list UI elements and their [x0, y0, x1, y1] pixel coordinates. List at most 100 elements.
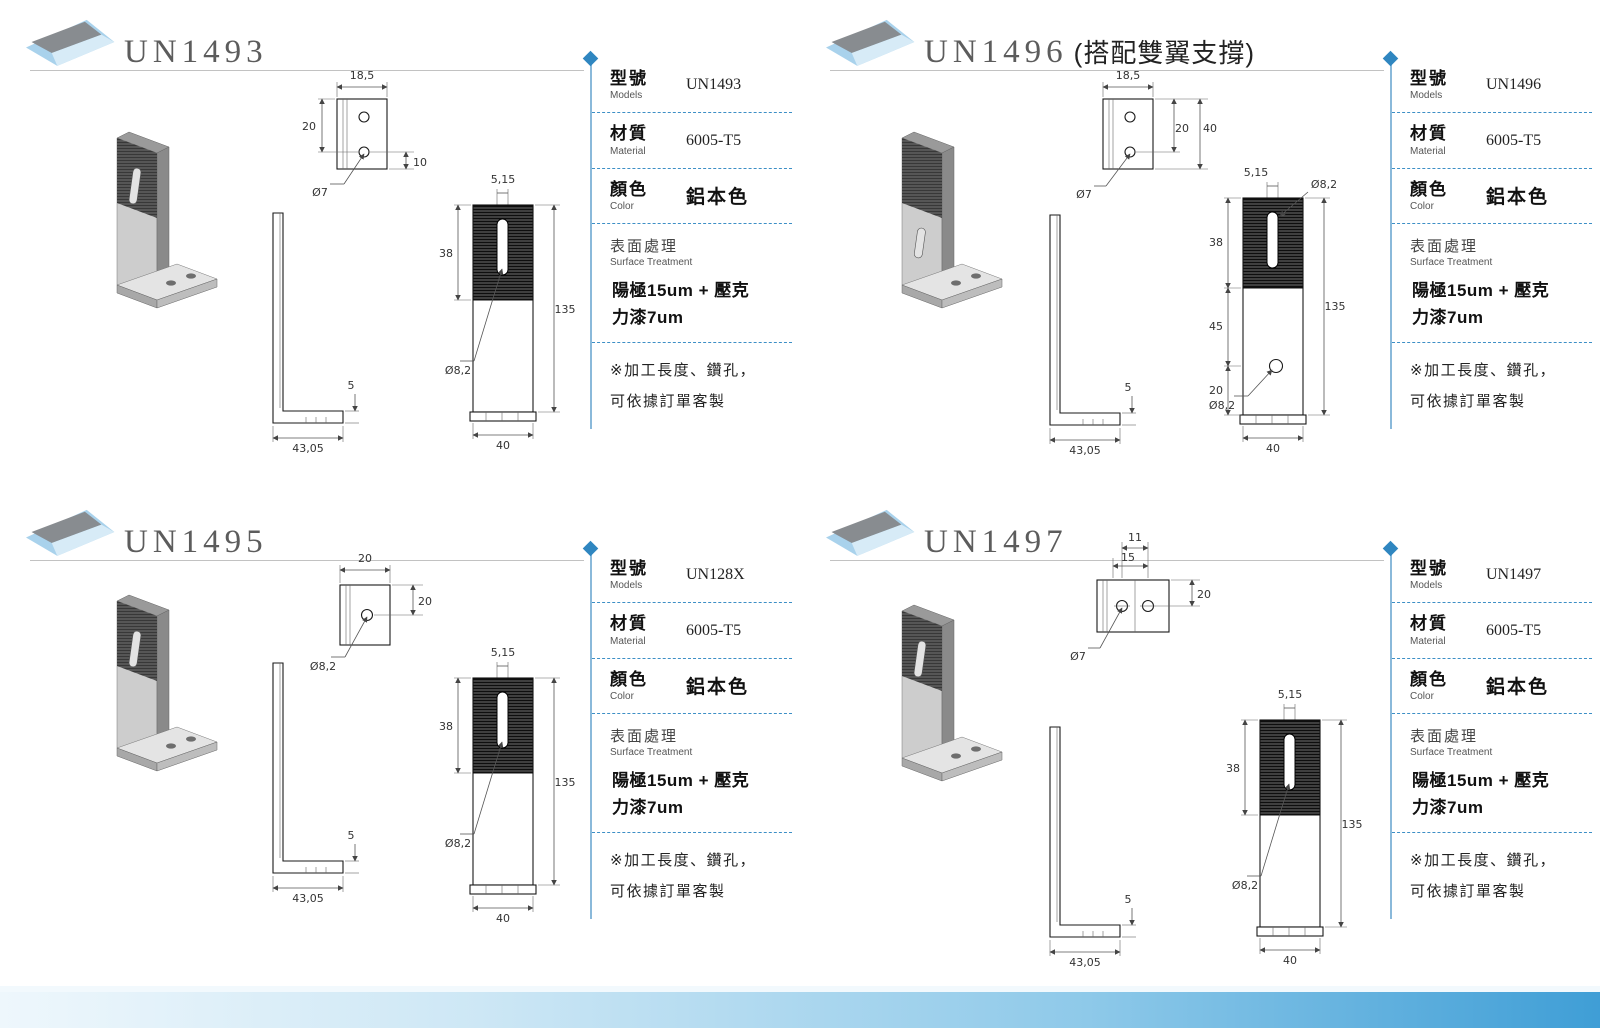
- dim-top-width: 11: [1128, 531, 1142, 544]
- dim-slot-hole: Ø8,2: [1232, 879, 1258, 892]
- surface-sublabel: Surface Treatment: [610, 257, 693, 269]
- dim-total-height: 135: [1342, 818, 1363, 831]
- color-label: 顏色: [610, 669, 648, 689]
- panel-header: UN1497: [826, 504, 1074, 560]
- spec-row-note: ※加工長度、鑽孔， 可依據訂單客製: [592, 343, 792, 429]
- material-sublabel: Material: [610, 635, 646, 647]
- top-view-drawing: 18,5 20 40 Ø7: [1076, 69, 1217, 201]
- dim-mid-height: 45: [1209, 320, 1223, 333]
- surface-value-line2: 力漆7um: [1412, 307, 1484, 327]
- header-arrow-icon: [26, 19, 115, 66]
- dim-side-thickness: 5: [1125, 381, 1132, 394]
- iso-view-drawing: [901, 604, 1003, 782]
- surface-value-line1: 陽極15um + 壓克: [612, 281, 750, 301]
- model-sublabel: Models: [610, 580, 643, 592]
- spec-row-surface: 表面處理 Surface Treatment 陽極15um + 壓克 力漆7um: [592, 224, 792, 343]
- material-sublabel: Material: [1410, 145, 1446, 157]
- spec-row-note: ※加工長度、鑽孔， 可依據訂單客製: [1392, 343, 1592, 429]
- dim-side-thickness: 5: [348, 379, 355, 392]
- dim-total-height: 135: [1325, 300, 1346, 313]
- surface-label: 表面處理: [1410, 238, 1479, 256]
- material-label: 材質: [1410, 614, 1448, 634]
- dim-top-height: 20: [302, 120, 316, 133]
- spec-row-model: 型號 Models UN128X: [592, 548, 792, 604]
- surface-label: 表面處理: [610, 238, 679, 256]
- top-view-drawing: 20 20 Ø8,2: [310, 552, 432, 673]
- dim-side-width: 43,05: [292, 892, 324, 905]
- model-value: UN1496: [1486, 76, 1542, 94]
- dim-bottom-hole: Ø8,2: [1209, 399, 1235, 412]
- dim-top-hole: Ø7: [1070, 650, 1086, 663]
- color-label: 顏色: [1410, 669, 1448, 689]
- dim-base-width: 40: [1266, 442, 1280, 455]
- product-title-suffix: (搭配雙翼支撐): [1073, 38, 1255, 69]
- dim-top-height: 20: [1197, 588, 1211, 601]
- header-arrow-icon: [26, 509, 115, 556]
- spec-row-color: 顏色 Color 鋁本色: [592, 169, 792, 225]
- dim-side-width: 43,05: [1069, 956, 1101, 969]
- model-label: 型號: [610, 559, 648, 578]
- header-arrow-icon: [826, 19, 915, 66]
- material-value: 6005-T5: [686, 131, 742, 149]
- spec-row-model: 型號 Models UN1493: [592, 58, 792, 114]
- dim-hatch-height: 38: [1209, 236, 1223, 249]
- model-value: UN1497: [1486, 566, 1542, 584]
- front-view-drawing: 5,15 38 135 Ø8,2 40: [439, 646, 576, 925]
- side-view-drawing: 5 43,05: [1049, 214, 1136, 457]
- dim-side-width: 43,05: [1069, 444, 1101, 457]
- surface-sublabel: Surface Treatment: [610, 747, 693, 759]
- material-sublabel: Material: [610, 145, 646, 157]
- dim-side-thickness: 5: [1125, 893, 1132, 906]
- dim-base-width: 40: [496, 912, 510, 925]
- spec-row-material: 材質 Material 6005-T5: [1392, 603, 1592, 659]
- color-sublabel: Color: [1410, 201, 1434, 213]
- dim-top-height: 20: [1175, 122, 1189, 135]
- note-line1: ※加工長度、鑽孔，: [610, 361, 757, 379]
- spec-row-model: 型號 Models UN1497: [1392, 548, 1592, 604]
- dim-side-width: 43,05: [292, 442, 324, 455]
- model-sublabel: Models: [610, 90, 643, 102]
- dim-side-thickness: 5: [348, 829, 355, 842]
- spec-row-material: 材質 Material 6005-T5: [592, 603, 792, 659]
- model-value: UN128X: [686, 566, 745, 584]
- spec-row-material: 材質 Material 6005-T5: [1392, 113, 1592, 169]
- iso-view-drawing: [116, 131, 218, 309]
- dim-slot-width: 5,15: [1244, 166, 1269, 179]
- dim-slot-hole: Ø8,2: [445, 837, 471, 850]
- color-sublabel: Color: [1410, 691, 1434, 703]
- dim-base-width: 40: [496, 439, 510, 452]
- dim-slot-width: 5,15: [491, 173, 516, 186]
- material-value: 6005-T5: [686, 621, 742, 639]
- dim-top-hole: Ø8,2: [310, 660, 336, 673]
- note-line1: ※加工長度、鑽孔，: [1410, 361, 1557, 379]
- footer-accent-strip: [0, 986, 1600, 992]
- model-label: 型號: [1410, 69, 1448, 88]
- spec-row-color: 顏色 Color 鋁本色: [592, 659, 792, 715]
- header-arrow-icon: [826, 509, 915, 556]
- note-line2: 可依據訂單客製: [610, 883, 726, 901]
- color-value: 鋁本色: [686, 187, 750, 209]
- dim-total-height: 135: [555, 303, 576, 316]
- product-panel-un1497: UN1497 11 15 20 Ø7: [800, 490, 1600, 980]
- product-title: UN1495: [124, 524, 268, 561]
- surface-label: 表面處理: [1410, 728, 1479, 746]
- dim-top-width: 18,5: [350, 69, 375, 82]
- spec-row-color: 顏色 Color 鋁本色: [1392, 169, 1592, 225]
- model-sublabel: Models: [1410, 90, 1443, 102]
- dim-hatch-height: 38: [439, 720, 453, 733]
- color-value: 鋁本色: [1486, 677, 1550, 699]
- dim-top-width2: 15: [1121, 551, 1135, 564]
- product-title: UN1497: [924, 524, 1068, 561]
- side-view-drawing: 5 43,05: [1049, 726, 1136, 969]
- surface-value-line2: 力漆7um: [1412, 797, 1484, 817]
- dim-slot-hole: Ø8,2: [445, 364, 471, 377]
- panel-header: UN1496 (搭配雙翼支撐): [826, 14, 1255, 70]
- surface-value: 陽極15um + 壓克 力漆7um: [1412, 278, 1588, 331]
- note-line2: 可依據訂單客製: [1410, 393, 1526, 411]
- material-value: 6005-T5: [1486, 131, 1542, 149]
- dim-top-offset: 10: [413, 156, 427, 169]
- material-value: 6005-T5: [1486, 621, 1542, 639]
- surface-value: 陽極15um + 壓克 力漆7um: [1412, 768, 1588, 821]
- surface-value-line2: 力漆7um: [612, 307, 684, 327]
- note-line2: 可依據訂單客製: [1410, 883, 1526, 901]
